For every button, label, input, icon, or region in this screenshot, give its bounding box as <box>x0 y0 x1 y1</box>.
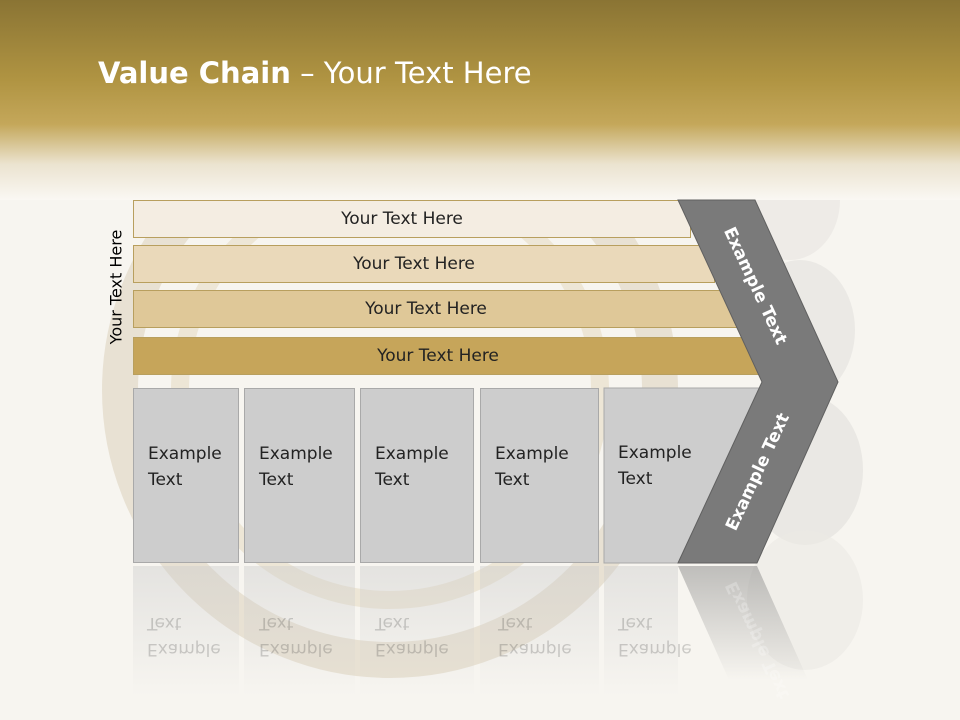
box-5-line2: Text <box>618 469 653 489</box>
band-4: Your Text Here <box>133 337 763 375</box>
band-2: Your Text Here <box>133 245 715 283</box>
box-3-line2: Text <box>375 470 410 490</box>
band-3: Your Text Here <box>133 290 739 328</box>
box-2-line1: Example <box>259 444 333 464</box>
band-1-label: Your Text Here <box>341 209 463 229</box>
box-1-reflection <box>133 566 239 696</box>
header-banner <box>0 0 960 200</box>
box-4-reflection <box>480 566 599 696</box>
box-4-line1: Example <box>495 444 569 464</box>
box-1-line1: Example <box>148 444 222 464</box>
box-5-line1: Example <box>618 443 692 463</box>
band-2-label: Your Text Here <box>353 254 475 274</box>
box-2-reflection <box>244 566 355 696</box>
title-bold: Value Chain <box>98 56 291 90</box>
band-1: Your Text Here <box>133 200 691 238</box>
box-3-line1: Example <box>375 444 449 464</box>
band-3-label: Your Text Here <box>365 299 487 319</box>
title-rest: – Your Text Here <box>290 56 532 90</box>
chevron-reflection <box>678 566 808 680</box>
chevron-shape <box>677 199 839 564</box>
slide-title: Value Chain – Your Text Here <box>98 56 532 90</box>
box-3-reflection <box>360 566 474 696</box>
box-2-line2: Text <box>259 470 294 490</box>
box-5-reflection <box>604 566 678 696</box>
band-4-label: Your Text Here <box>377 346 499 366</box>
box-1-line2: Text <box>148 470 183 490</box>
box-4-line2: Text <box>495 470 530 490</box>
